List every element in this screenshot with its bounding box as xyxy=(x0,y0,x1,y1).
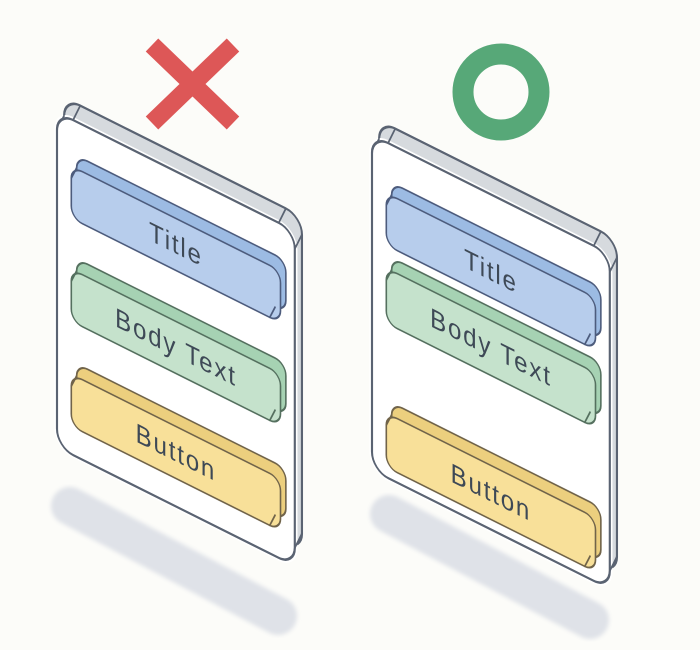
title-block-face xyxy=(385,196,597,347)
body-text-block-seams xyxy=(385,268,591,424)
correct-card: Title Body Text Button xyxy=(369,125,619,586)
button-block: Button xyxy=(70,367,287,528)
title-block-seams xyxy=(70,166,276,319)
incorrect-card: Title Body Text Button xyxy=(54,102,304,563)
correct-card-shadow xyxy=(370,495,609,639)
button-block: Button xyxy=(385,406,602,569)
body-text-block-face xyxy=(70,272,282,423)
body-text-block-seams xyxy=(70,269,276,422)
ring-icon xyxy=(452,43,550,141)
incorrect-card-shadow xyxy=(51,487,297,635)
cross-icon xyxy=(145,38,240,130)
title-block-face xyxy=(70,169,282,320)
title-block: Title xyxy=(385,186,602,347)
button-block-face xyxy=(385,416,597,569)
button-block-seams xyxy=(70,374,276,527)
body-text-block: Body Text xyxy=(70,262,287,423)
body-text-block-face xyxy=(385,271,597,425)
title-block-seams xyxy=(385,193,591,346)
button-block-face xyxy=(70,377,282,528)
title-block: Title xyxy=(70,159,287,320)
button-block-seams xyxy=(385,413,591,568)
